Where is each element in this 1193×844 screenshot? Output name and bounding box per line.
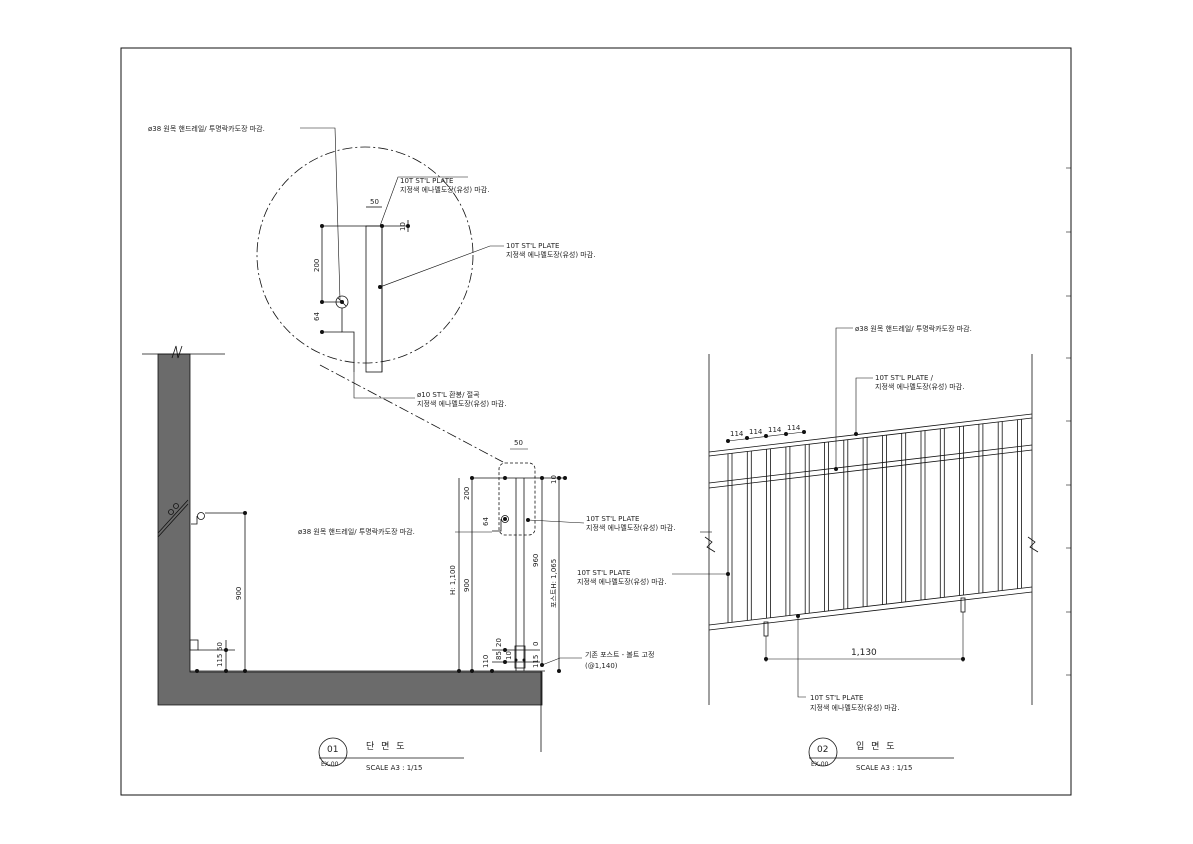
- dim-115: 115: [532, 655, 540, 668]
- detail-dim-50: 50: [370, 198, 379, 206]
- note-plate-mid-1: 10T ST'L PLATE: [506, 242, 559, 250]
- title-scale-01: SCALE A3 : 1/15: [366, 764, 422, 772]
- dim-85: 85: [495, 651, 503, 660]
- dim-spacing-3: 114: [768, 426, 782, 434]
- dim-50: 50: [514, 439, 523, 447]
- section-view: 900 115 50: [142, 124, 712, 772]
- note-plate-main-2: 지정색 에나멜도장(유성) 마감.: [586, 523, 675, 532]
- sheet-border: [120, 47, 1072, 796]
- section-leaders: [300, 127, 712, 666]
- elevation-rails: [708, 413, 1033, 631]
- elevation-dim-dots: [726, 430, 965, 661]
- title-number-01: 01: [327, 745, 338, 755]
- note-post-2: (@1,140): [585, 662, 618, 670]
- elevation-view: 114 114 114 114 1,130 ø38 원목 핸드레일/ 투명락카도…: [577, 324, 1039, 772]
- dim-900-stair: 900: [235, 587, 243, 600]
- note-plate-top-2: 지정색 에나멜도장(유성) 마감.: [400, 185, 489, 194]
- dim-64: 64: [482, 517, 490, 526]
- title-name-02: 입 면 도: [856, 740, 897, 752]
- dim-900-left: 900: [463, 579, 471, 592]
- handrail-post: [458, 462, 565, 671]
- title-block-01: 01 EX-00 단 면 도 SCALE A3 : 1/15: [318, 737, 464, 772]
- note-plate-main-1: 10T ST'L PLATE: [586, 515, 639, 523]
- title-number-02: 02: [817, 745, 828, 755]
- dim-10b: 10: [505, 651, 513, 660]
- dim-10: 10: [550, 475, 558, 484]
- dim-0: 0: [532, 642, 540, 646]
- note-plate-top-1: 10T ST'L PLATE: [400, 177, 453, 185]
- dim-span: 1,130: [851, 648, 877, 658]
- stair-rail: [157, 499, 189, 538]
- note-post-1: 기존 포스트 - 볼트 고정: [585, 650, 654, 659]
- dim-110: 110: [482, 655, 490, 668]
- border-ticks: [1066, 167, 1071, 676]
- elev-note-plate-top-2: 지정색 에나멜도장(유성) 마감.: [875, 382, 964, 391]
- elev-note-plate-bottom-1: 10T ST'L PLATE: [810, 694, 863, 702]
- title-scale-02: SCALE A3 : 1/15: [856, 764, 912, 772]
- title-block-02: 02 EX-00 입 면 도 SCALE A3 : 1/15: [808, 737, 954, 772]
- elev-note-plate-bottom-2: 지정색 에나멜도장(유성) 마감.: [810, 703, 899, 712]
- dim-960: 960: [532, 554, 540, 567]
- dim-h1100: H: 1,100: [449, 565, 457, 595]
- detail-dim-64: 64: [313, 312, 321, 321]
- wall-handrail: [189, 512, 246, 671]
- dim-spacing-1: 114: [730, 430, 744, 438]
- note-plate-mid-2: 지정색 에나멜도장(유성) 마감.: [506, 250, 595, 259]
- dim-spacing-4: 114: [787, 424, 801, 432]
- elev-note-handrail: ø38 원목 핸드레일/ 투명락카도장 마감.: [855, 324, 972, 333]
- wall-dim-dots: [195, 511, 247, 673]
- elevation-balusters: [727, 419, 1022, 623]
- note-handrail-detail: ø38 원목 핸드레일/ 투명락카도장 마감.: [148, 124, 265, 133]
- title-name-01: 단 면 도: [366, 741, 407, 752]
- elevation-leaders: [672, 327, 873, 698]
- detail-dim-10: 10: [399, 222, 407, 231]
- note-handrail-main: ø38 원목 핸드레일/ 투명락카도장 마감.: [298, 527, 415, 536]
- dim-20: 20: [495, 638, 503, 647]
- elev-note-plate-top-1: 10T ST'L PLATE /: [875, 374, 934, 382]
- dim-115-stair: 115: [216, 654, 224, 667]
- elev-note-plate-left-1: 10T ST'L PLATE: [577, 569, 630, 577]
- post-dim-dots: [457, 476, 567, 673]
- detail-callout: 50 10 200 64: [256, 146, 504, 463]
- title-sheet-02: EX-00: [811, 761, 829, 768]
- detail-dim-200: 200: [313, 259, 321, 272]
- note-rod-1: ø10 ST'L 환봉/ 절곡: [417, 390, 480, 399]
- note-rod-2: 지정색 에나멜도장(유성) 마감.: [417, 399, 506, 408]
- break-mark: [171, 345, 183, 359]
- elev-note-plate-left-2: 지정색 에나멜도장(유성) 마감.: [577, 577, 666, 586]
- dim-post-h: 포스트H: 1,065: [550, 559, 558, 608]
- dim-200: 200: [463, 487, 471, 500]
- dim-50-stair: 50: [216, 642, 224, 651]
- dim-spacing-2: 114: [749, 428, 763, 436]
- title-sheet-01: EX-00: [321, 761, 339, 768]
